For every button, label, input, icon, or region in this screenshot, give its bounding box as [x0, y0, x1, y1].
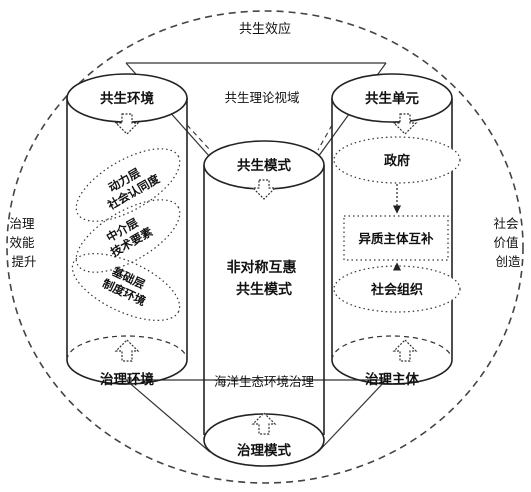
layer-ellipse-mid: [75, 199, 181, 273]
hollow-arrow-down-left: [114, 113, 140, 135]
outer-top-label: 共生效应: [239, 21, 291, 37]
marine-governance-label: 海洋生态环境治理: [214, 374, 315, 389]
symbiotic-mode-label: 共生模式: [237, 157, 291, 174]
symbiotic-unit-ellipse: [331, 73, 453, 123]
outer-left-line: 提升: [11, 254, 36, 269]
hollow-arrow-up-center: [251, 412, 277, 435]
outer-right-line: 社会: [494, 216, 520, 231]
government-ellipse: [333, 136, 461, 184]
outer-left-line: 效能: [10, 235, 36, 250]
hollow-arrow-down-right: [392, 113, 418, 135]
center-cylinder: [203, 165, 325, 435]
outer-right-label: 社会 价值 创造: [494, 216, 523, 269]
left-cylinder: [66, 98, 188, 360]
layer-label-top: 动力层 社会认同度: [97, 158, 163, 213]
outer-right-line: 价值: [494, 235, 519, 250]
left-bottom-front: [66, 359, 188, 385]
left-bottom-back: [66, 335, 188, 361]
hollow-arrow-down-center: [251, 179, 277, 200]
outer-left-label: 治理 效能 提升: [10, 216, 39, 269]
layer-label-bottom: 基础层 制度环境: [100, 263, 154, 309]
dashed-links: [186, 124, 333, 151]
right-cylinder: [331, 98, 453, 360]
social-org-label: 社会组织: [370, 282, 423, 298]
layer-ellipse-top: [75, 148, 181, 222]
center-mode-line: 非对称互惠: [227, 259, 297, 276]
center-mode-line: 共生模式: [236, 281, 292, 298]
center-mode-label: 非对称互惠 共生模式: [227, 259, 302, 298]
right-bottom-back: [331, 335, 453, 361]
governance-mode-label: 治理模式: [237, 442, 291, 459]
government-label: 政府: [384, 153, 410, 169]
hollow-arrow-up-right: [392, 339, 418, 362]
symbiotic-unit-label: 共生单元: [365, 90, 419, 107]
layer-ellipse-bottom: [71, 253, 181, 321]
governance-subject-label: 治理主体: [365, 371, 419, 388]
outer-left-line: 治理: [10, 216, 36, 231]
social-org-ellipse: [333, 265, 461, 313]
outer-dashed-circle: [6, 10, 524, 484]
complement-label: 异质主体互补: [358, 231, 434, 246]
theory-field-label: 共生理论视域: [224, 90, 299, 105]
symbiotic-environment-label: 共生环境: [100, 90, 154, 107]
complement-box: [343, 215, 449, 261]
hollow-arrow-up-left: [114, 339, 140, 362]
governance-environment-label: 治理环境: [100, 371, 154, 388]
outer-right-line: 创造: [495, 254, 521, 269]
right-bottom-front: [331, 359, 453, 385]
